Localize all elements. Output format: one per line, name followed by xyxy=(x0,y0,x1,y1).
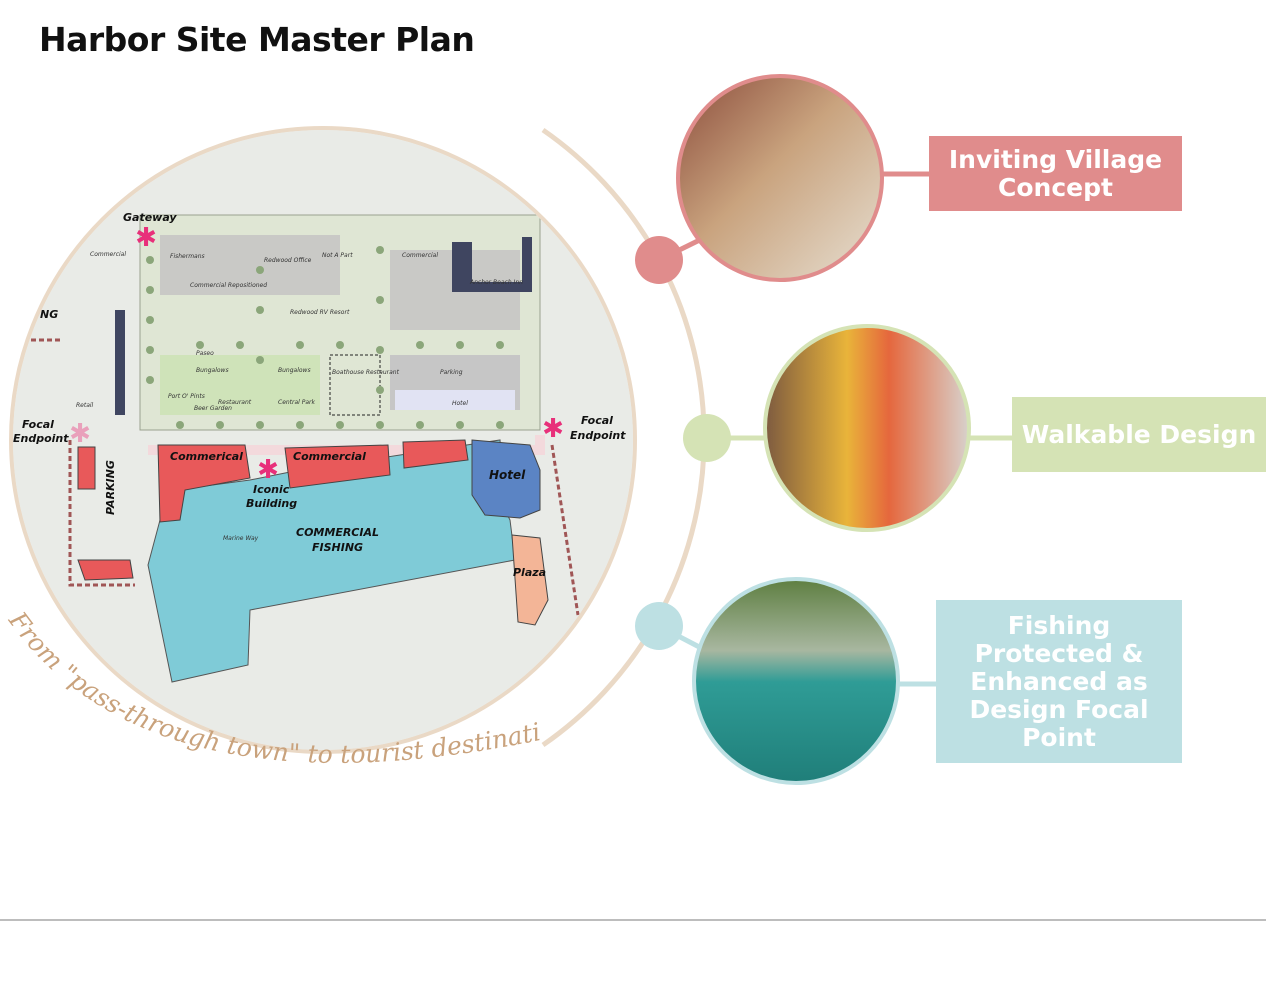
hotel-label: Hotel xyxy=(489,468,526,482)
map-small-label: Bungalows xyxy=(196,367,229,374)
concept-label-village: Inviting Village Concept xyxy=(929,136,1182,211)
map-small-label: Paseo xyxy=(196,350,214,357)
map-small-label: Commercial Repositioned xyxy=(190,282,267,289)
commercial-label-1: Commerical xyxy=(170,450,243,463)
map-small-label: Parking xyxy=(440,369,463,376)
concept-label-fishing: Fishing Protected & Enhanced as Design F… xyxy=(936,600,1182,763)
harbor-aerial-photo xyxy=(692,577,900,785)
map-small-label: Commercial xyxy=(90,251,126,258)
focal-left-label-1: Focal xyxy=(22,418,54,431)
commercial-label-2: Commercial xyxy=(293,450,366,463)
outdoor-dining-photo xyxy=(676,74,884,282)
fishing-label-2: FISHING xyxy=(312,541,363,554)
focal-star-icon: ✱ xyxy=(542,414,564,444)
commercial-block-1 xyxy=(157,444,251,523)
map-small-label: Not A Part xyxy=(322,252,353,259)
gateway-star-icon: ✱ xyxy=(135,223,157,253)
iconic-label-1: Iconic xyxy=(253,483,290,496)
focal-left-label-2: Endpoint xyxy=(13,432,69,445)
node-village xyxy=(635,236,683,284)
map-small-label: Port O' Pints xyxy=(168,393,205,400)
map-small-label: Bungalows xyxy=(278,367,311,374)
fishing-label-1: COMMERCIAL xyxy=(296,526,379,539)
gateway-label: Gateway xyxy=(123,211,177,224)
map-small-label: Redwood Office xyxy=(264,257,312,264)
ng-label: NG xyxy=(40,308,58,321)
map-small-label: Restaurant xyxy=(218,399,252,406)
map-small-label: Commercial xyxy=(402,252,438,259)
plaza-zone xyxy=(511,534,549,626)
footer-divider xyxy=(0,919,1266,921)
focal-right-label-1: Focal xyxy=(581,414,613,427)
map-small-label: Redwood RV Resort xyxy=(290,309,350,316)
plaza-label: Plaza xyxy=(513,566,546,579)
marine-way-label: Marine Way xyxy=(223,535,259,542)
page-title: Harbor Site Master Plan xyxy=(39,20,475,59)
node-fishing xyxy=(635,602,683,650)
map-small-label: Anchor Beach Inn xyxy=(469,279,523,286)
focal-star-icon: ✱ xyxy=(69,419,91,449)
map-small-label: Boathouse Restaurant xyxy=(332,369,400,376)
map-small-label: Beer Garden xyxy=(194,405,232,412)
map-small-label: Central Park xyxy=(278,399,316,406)
shoppers-walking-photo xyxy=(763,324,971,532)
map-small-label: Hotel xyxy=(452,400,468,407)
commercial-block-2 xyxy=(284,444,391,489)
focal-right-label-2: Endpoint xyxy=(570,429,626,442)
hotel-zone xyxy=(471,439,541,519)
iconic-label-2: Building xyxy=(246,497,297,510)
iconic-star-icon: ✱ xyxy=(257,455,279,485)
node-walkable xyxy=(683,414,731,462)
map-small-label: Retail xyxy=(76,402,94,409)
parking-label: PARKING xyxy=(104,460,117,515)
map-small-label: Fishermans xyxy=(170,253,205,260)
concept-label-walkable: Walkable Design xyxy=(1012,397,1266,472)
site-plan-map: ✱ ✱ ✱ ✱ Gateway NG Focal Endpoint Focal … xyxy=(9,126,637,754)
